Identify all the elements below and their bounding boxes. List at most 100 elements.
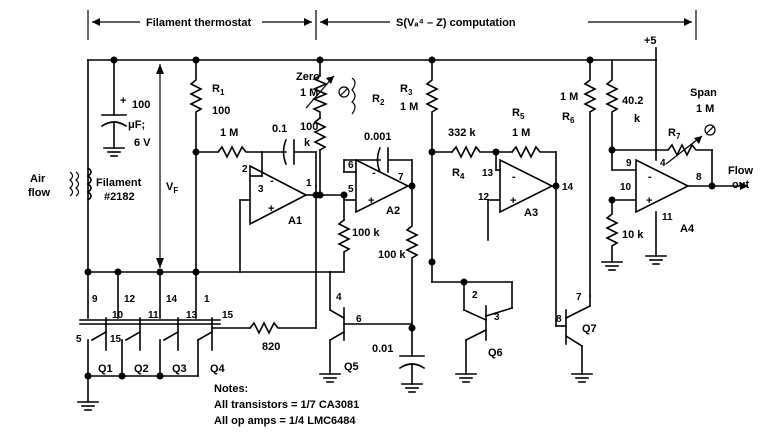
cap-volt-label: 6 V (134, 137, 151, 149)
filament-side (69, 59, 331, 276)
a1-pin1: 1 (306, 178, 312, 189)
a4-pin9: 9 (626, 158, 632, 169)
a4-pin8: 8 (696, 172, 702, 183)
r6-value: 1 M (560, 91, 578, 103)
r1-value: 100 (212, 105, 230, 117)
r-10k-label: 10 k (622, 229, 644, 241)
a4-block (583, 59, 748, 297)
flow-out-label-2: out (732, 179, 749, 191)
a3-pin14: 14 (562, 182, 574, 193)
zero-label-2: 1 M (300, 87, 318, 99)
supply-label: +5 (644, 35, 657, 47)
computation-label: S(Vₐ⁴ – Z) computation (396, 17, 516, 29)
q7-label: Q7 (582, 323, 597, 335)
q6-pin2: 2 (472, 290, 478, 301)
r100k-top-1: 100 (300, 121, 318, 133)
header-dimensions (87, 10, 697, 40)
transistor-array (77, 271, 317, 411)
a4-pin4: 4 (660, 158, 666, 169)
airflow-label-2: flow (28, 187, 50, 199)
r-402k-2: k (634, 113, 641, 125)
notes-title: Notes: (214, 383, 248, 395)
q-pin11: 11 (148, 310, 159, 321)
top-rail (87, 47, 657, 64)
cap-unit-label: μF; (128, 119, 145, 131)
a4-pin10: 10 (620, 182, 632, 193)
a2-label: A2 (386, 205, 400, 217)
a3-plus: + (510, 195, 516, 207)
zero-a2-block (305, 59, 426, 393)
filament-thermostat-label: Filament thermostat (146, 17, 251, 29)
a4-plus: + (646, 195, 652, 207)
a2-pin6: 6 (348, 160, 354, 171)
q-pin15a: 15 (110, 334, 122, 345)
r6-name: R6 (562, 111, 575, 125)
vf-label: VF (166, 181, 178, 195)
flow-out-label-1: Flow (728, 165, 753, 177)
a4-minus: - (648, 171, 652, 183)
q7-transistor (555, 185, 593, 383)
a1-plus: + (268, 203, 274, 215)
q7-pin7: 7 (576, 292, 582, 303)
r2-name: R2 (372, 93, 385, 107)
r3-value: 1 M (400, 101, 418, 113)
c-0001-label: 0.001 (364, 131, 392, 143)
q-pin14: 14 (166, 294, 178, 305)
r100k-top-2: k (304, 137, 311, 149)
q7-pin8: 8 (556, 314, 562, 325)
r5-name: R5 (512, 107, 525, 121)
q6-transistor (455, 281, 513, 383)
q-pin9: 9 (92, 294, 98, 305)
a3-pin13: 13 (482, 168, 494, 179)
a3-label: A3 (524, 207, 538, 219)
r-402k-1: 40.2 (622, 95, 643, 107)
a1-label: A1 (288, 215, 302, 227)
r3-name: R3 (400, 83, 413, 97)
q3-label: Q3 (172, 363, 187, 375)
q2-label: Q2 (134, 363, 149, 375)
q5-pin6: 6 (356, 314, 362, 325)
r5-value: 1 M (512, 127, 530, 139)
cap-100-label: 100 (132, 99, 150, 111)
r-100k-b-label: 100 k (378, 249, 406, 261)
a4-pin11: 11 (662, 212, 673, 223)
filament-label-2: #2182 (104, 191, 135, 203)
a3-minus: - (512, 171, 516, 183)
span-label-1: Span (690, 87, 717, 99)
span-label-2: 1 M (696, 103, 714, 115)
airflow-label-1: Air (30, 173, 46, 185)
r-1m-a-label: 1 M (220, 127, 238, 139)
a1-pin3: 3 (258, 184, 264, 195)
q5-label: Q5 (344, 361, 359, 373)
q-pin1: 1 (204, 294, 210, 305)
a3-block (425, 59, 560, 286)
q-pin12: 12 (124, 294, 136, 305)
q6-label: Q6 (488, 347, 503, 359)
q-pin13: 13 (186, 310, 198, 321)
notes-line-2: All op amps = 1/4 LMC6484 (214, 415, 356, 427)
q5-pin4: 4 (336, 292, 342, 303)
a2-plus: + (368, 195, 374, 207)
q6-pin3: 3 (494, 312, 500, 323)
c-01-label: 0.1 (272, 123, 287, 135)
q5-transistor (319, 271, 413, 383)
c-001-label: 0.01 (372, 343, 393, 355)
q-pin5: 5 (76, 334, 82, 345)
r-100k-a-label: 100 k (352, 227, 380, 239)
r1-name: R1 (212, 83, 225, 97)
filament-label-1: Filament (96, 177, 142, 189)
cap-plus: + (120, 95, 126, 107)
q1-label: Q1 (98, 363, 113, 375)
r4-name: R4 (452, 167, 465, 181)
r1-a1-block (189, 59, 320, 329)
q-pin15b: 15 (222, 310, 234, 321)
q4-label: Q4 (210, 363, 226, 375)
a2-pin5: 5 (348, 184, 354, 195)
a1-pin2: 2 (242, 164, 248, 175)
zero-label-1: Zero (296, 71, 320, 83)
r7-name: R7 (668, 127, 681, 141)
notes-line-1: All transistors = 1/7 CA3081 (214, 399, 359, 411)
q-pin10: 10 (112, 310, 124, 321)
a2-minus: - (372, 167, 376, 179)
